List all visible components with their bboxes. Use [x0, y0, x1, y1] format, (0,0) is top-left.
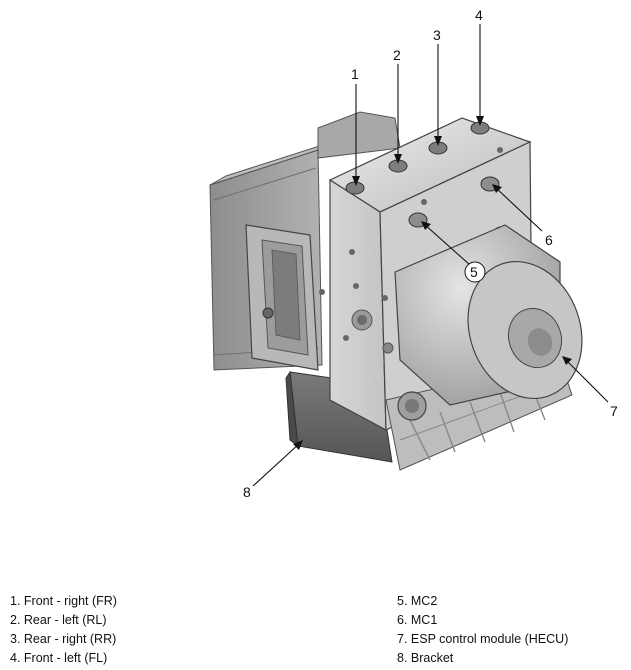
callout-number-6: 6	[545, 232, 553, 248]
leader-arrowheads	[293, 116, 572, 450]
abs-hecu-assembly-illustration: 1 2 3 4 5 6 7 8	[209, 7, 618, 500]
legend-right-column: 5. MC2 6. MC1 7. ESP control module (HEC…	[397, 592, 568, 668]
port-fr	[345, 181, 365, 195]
wiring-connector	[245, 224, 319, 371]
legend-item-5: 5. MC2	[397, 594, 438, 608]
leader-line-7	[565, 359, 609, 403]
legend-item-1: 1. Front - right (FR)	[10, 594, 117, 608]
callout-badge-5	[464, 261, 486, 283]
callout-number-1: 1	[351, 66, 359, 82]
legend-item-7: 7. ESP control module (HECU)	[397, 632, 569, 646]
callout-number-8: 8	[243, 484, 251, 500]
callout-number-2: 2	[393, 47, 401, 63]
legend-item-3: 3. Rear - right (RR)	[10, 632, 117, 646]
wheel-ports	[345, 121, 503, 228]
leader-line-6	[495, 187, 543, 232]
legend-left-column: 1. Front - right (FR) 2. Rear - left (RL…	[10, 592, 117, 668]
callout-number-3: 3	[433, 27, 441, 43]
pump-motor	[394, 224, 583, 406]
legend-item-2: 2. Rear - left (RL)	[10, 613, 107, 627]
callout-number-7: 7	[610, 403, 618, 419]
leader-lines	[252, 24, 609, 487]
leader-line-5	[423, 223, 471, 266]
callout-number-4: 4	[475, 7, 483, 23]
callout-numbers: 1 2 3 4 5 6 7 8	[243, 7, 618, 500]
legend-item-8: 8. Bracket	[397, 651, 454, 665]
callout-number-5: 5	[470, 264, 478, 280]
leader-line-8	[252, 442, 301, 487]
legend-item-4: 4. Front - left (FL)	[10, 651, 108, 665]
legend-item-6: 6. MC1	[397, 613, 438, 627]
